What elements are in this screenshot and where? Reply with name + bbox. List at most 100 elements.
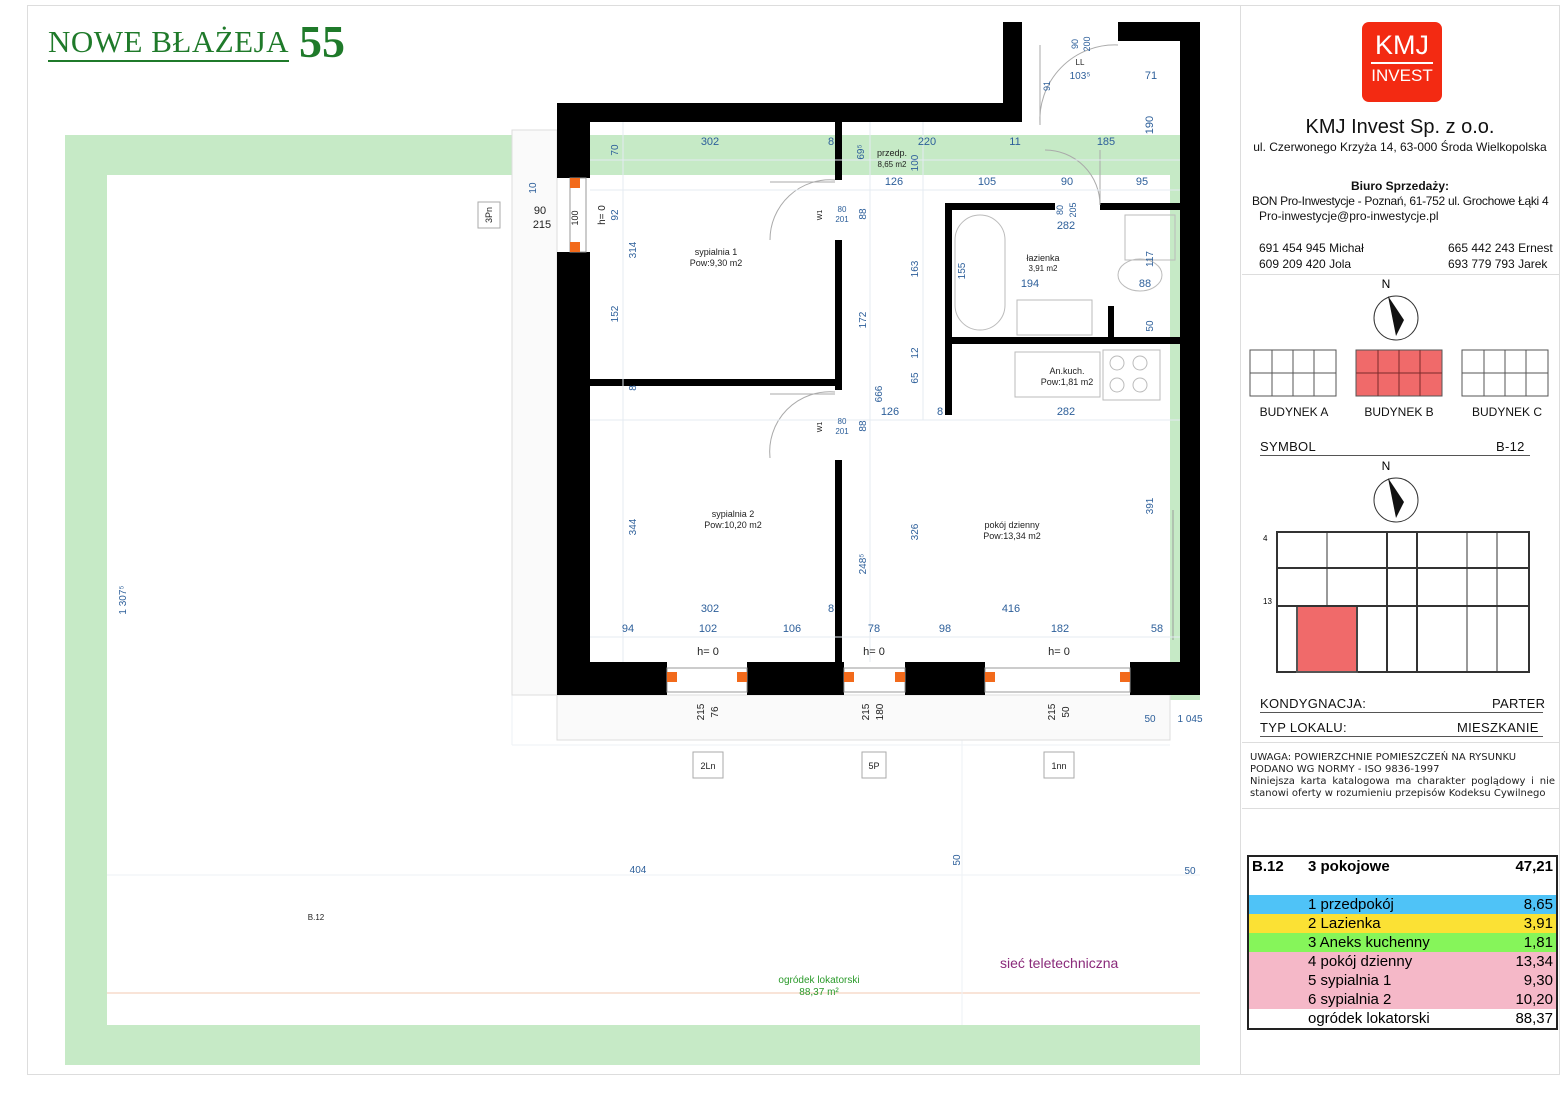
dimension: 8 [937, 406, 943, 418]
dimension: 88 [1139, 278, 1151, 290]
dimension: 172 [858, 311, 869, 328]
dimension: 248⁵ [858, 554, 869, 575]
dimension: 95 [1136, 176, 1148, 188]
dimension: 71 [1145, 70, 1157, 82]
room-area: 10,20 [1515, 991, 1553, 1008]
phone-jola[interactable]: 609 209 420 Jola [1259, 257, 1352, 271]
dimensions: 302 8 220 11 185 190 71 103⁵ 90 200 91 7… [118, 36, 1203, 877]
room-name: 5 sypialnia 1 [1308, 972, 1392, 989]
garden-area [65, 129, 1200, 1065]
room-name: 2 Lazienka [1308, 915, 1381, 932]
floor-plan: sypialnia 1 Pow:9,30 m2 sypialnia 2 Pow:… [65, 22, 1203, 1065]
dimension: 326 [910, 523, 921, 540]
dimension: 194 [1021, 278, 1039, 290]
unit-type-value: MIESZKANIE [1457, 720, 1539, 735]
room-name: ogródek lokatorski [1308, 1010, 1430, 1027]
room-area-przedpokoj: 8,65 m2 [878, 160, 907, 169]
telecom-label: sieć teletechniczna [1000, 955, 1119, 971]
key-plan-mark: 4 [1263, 534, 1268, 543]
notice-line: PODANO WG NORMY - ISO 9836-1997 [1250, 764, 1440, 775]
dimension: h= 0 [1048, 646, 1070, 658]
dimension: 182 [1051, 623, 1069, 635]
dimension: 302 [701, 603, 719, 615]
dimension: 91 [1042, 81, 1052, 91]
dimension: 201 [835, 427, 849, 436]
dimension: 152 [610, 305, 621, 322]
dimension: 98 [939, 623, 951, 635]
windows [569, 177, 1131, 693]
room-label-sypialnia-1: sypialnia 1 [695, 247, 738, 257]
room-label-aneks: An.kuch. [1049, 366, 1084, 376]
room-area: 3,91 [1523, 915, 1553, 932]
dimension: 78 [868, 623, 880, 635]
room-area-pokoj-dzienny: Pow:13,34 m2 [983, 531, 1041, 541]
phone-michal[interactable]: 691 454 945 Michał [1259, 241, 1364, 255]
building-c-thumbnail[interactable] [1461, 349, 1549, 397]
dimension: 102 [699, 623, 717, 635]
dimension: 11 [1009, 136, 1020, 148]
room-name: 4 pokój dzienny [1308, 953, 1413, 970]
room-name: 1 przedpokój [1308, 896, 1394, 913]
dimension: h= 0 [863, 646, 885, 658]
unit-type: 3 pokojowe [1308, 858, 1390, 875]
notice-disclaimer: Niniejsza karta katalogowa ma charakter … [1250, 776, 1555, 799]
dimension: 10 [528, 182, 539, 194]
dimension: 344 [628, 518, 639, 535]
dimension: 391 [1145, 497, 1156, 514]
table-row: 2 Lazienka 3,91 [1248, 914, 1557, 933]
dimension: 220 [918, 136, 936, 148]
building-b-label: BUDYNEK B [1364, 405, 1433, 419]
room-area-lazienka: 3,91 m2 [1029, 264, 1058, 273]
room-area: 88,37 [1515, 1010, 1553, 1027]
dimension: 58 [1151, 623, 1163, 635]
garden-label: ogródek lokatorski [778, 975, 859, 986]
dimension: 314 [628, 241, 639, 258]
phone-jarek[interactable]: 693 779 793 Jarek [1448, 257, 1548, 271]
phone-ernest[interactable]: 665 442 243 Ernest [1448, 241, 1553, 255]
symbol-label: SYMBOL [1260, 439, 1316, 454]
project-number: 55 [299, 16, 346, 67]
dimension: 215 [696, 703, 707, 720]
floor-label: KONDYGNACJA: [1260, 696, 1367, 711]
dimension: 215 [861, 703, 872, 720]
dimension: 105 [978, 176, 996, 188]
room-name: 3 Aneks kuchenny [1308, 934, 1430, 951]
garden-area-label: 88,37 m² [799, 987, 839, 998]
building-b-thumbnail[interactable] [1355, 349, 1443, 397]
dimension: 12 [910, 347, 921, 359]
floor-value: PARTER [1492, 696, 1546, 711]
dimension: 100 [570, 210, 580, 225]
sales-heading: Biuro Sprzedaży: [1350, 179, 1449, 193]
dimension: 126 [885, 176, 903, 188]
dimension: 50 [1145, 320, 1156, 332]
dimension: 163 [910, 260, 921, 277]
unit-total-area: 47,21 [1515, 858, 1553, 875]
door-tag: W1 [817, 422, 824, 433]
dimension: 80 [1055, 205, 1065, 215]
logo-line2: INVEST [1371, 66, 1433, 85]
garden-code: B.12 [308, 913, 325, 922]
grid-lines [590, 122, 1180, 662]
dimension: 404 [630, 865, 647, 876]
window-tag: 2Ln [700, 761, 715, 771]
north-label: N [1382, 459, 1391, 473]
building-a-thumbnail[interactable] [1249, 349, 1337, 397]
dimension: 50 [1061, 706, 1072, 718]
dimension: 50 [1184, 866, 1196, 877]
notice-line: UWAGA: POWIERZCHNIE POMIESZCZEŃ NA RYSUN… [1250, 752, 1517, 763]
dimension: 126 [881, 406, 899, 418]
dimension: 88 [858, 208, 869, 220]
sales-email[interactable]: Pro-inwestycje@pro-inwestycje.pl [1259, 209, 1439, 223]
unit-type-underline [1260, 736, 1543, 737]
dimension: 8 [828, 603, 834, 615]
dimension: 90 [1061, 176, 1073, 188]
window-tag: 3Pn [484, 207, 494, 223]
dimension: 185 [1097, 136, 1115, 148]
floor-underline [1260, 712, 1543, 713]
sheet-border [27, 5, 1560, 1075]
dimension: 90 [1070, 39, 1080, 49]
dimension: 416 [1002, 603, 1020, 615]
